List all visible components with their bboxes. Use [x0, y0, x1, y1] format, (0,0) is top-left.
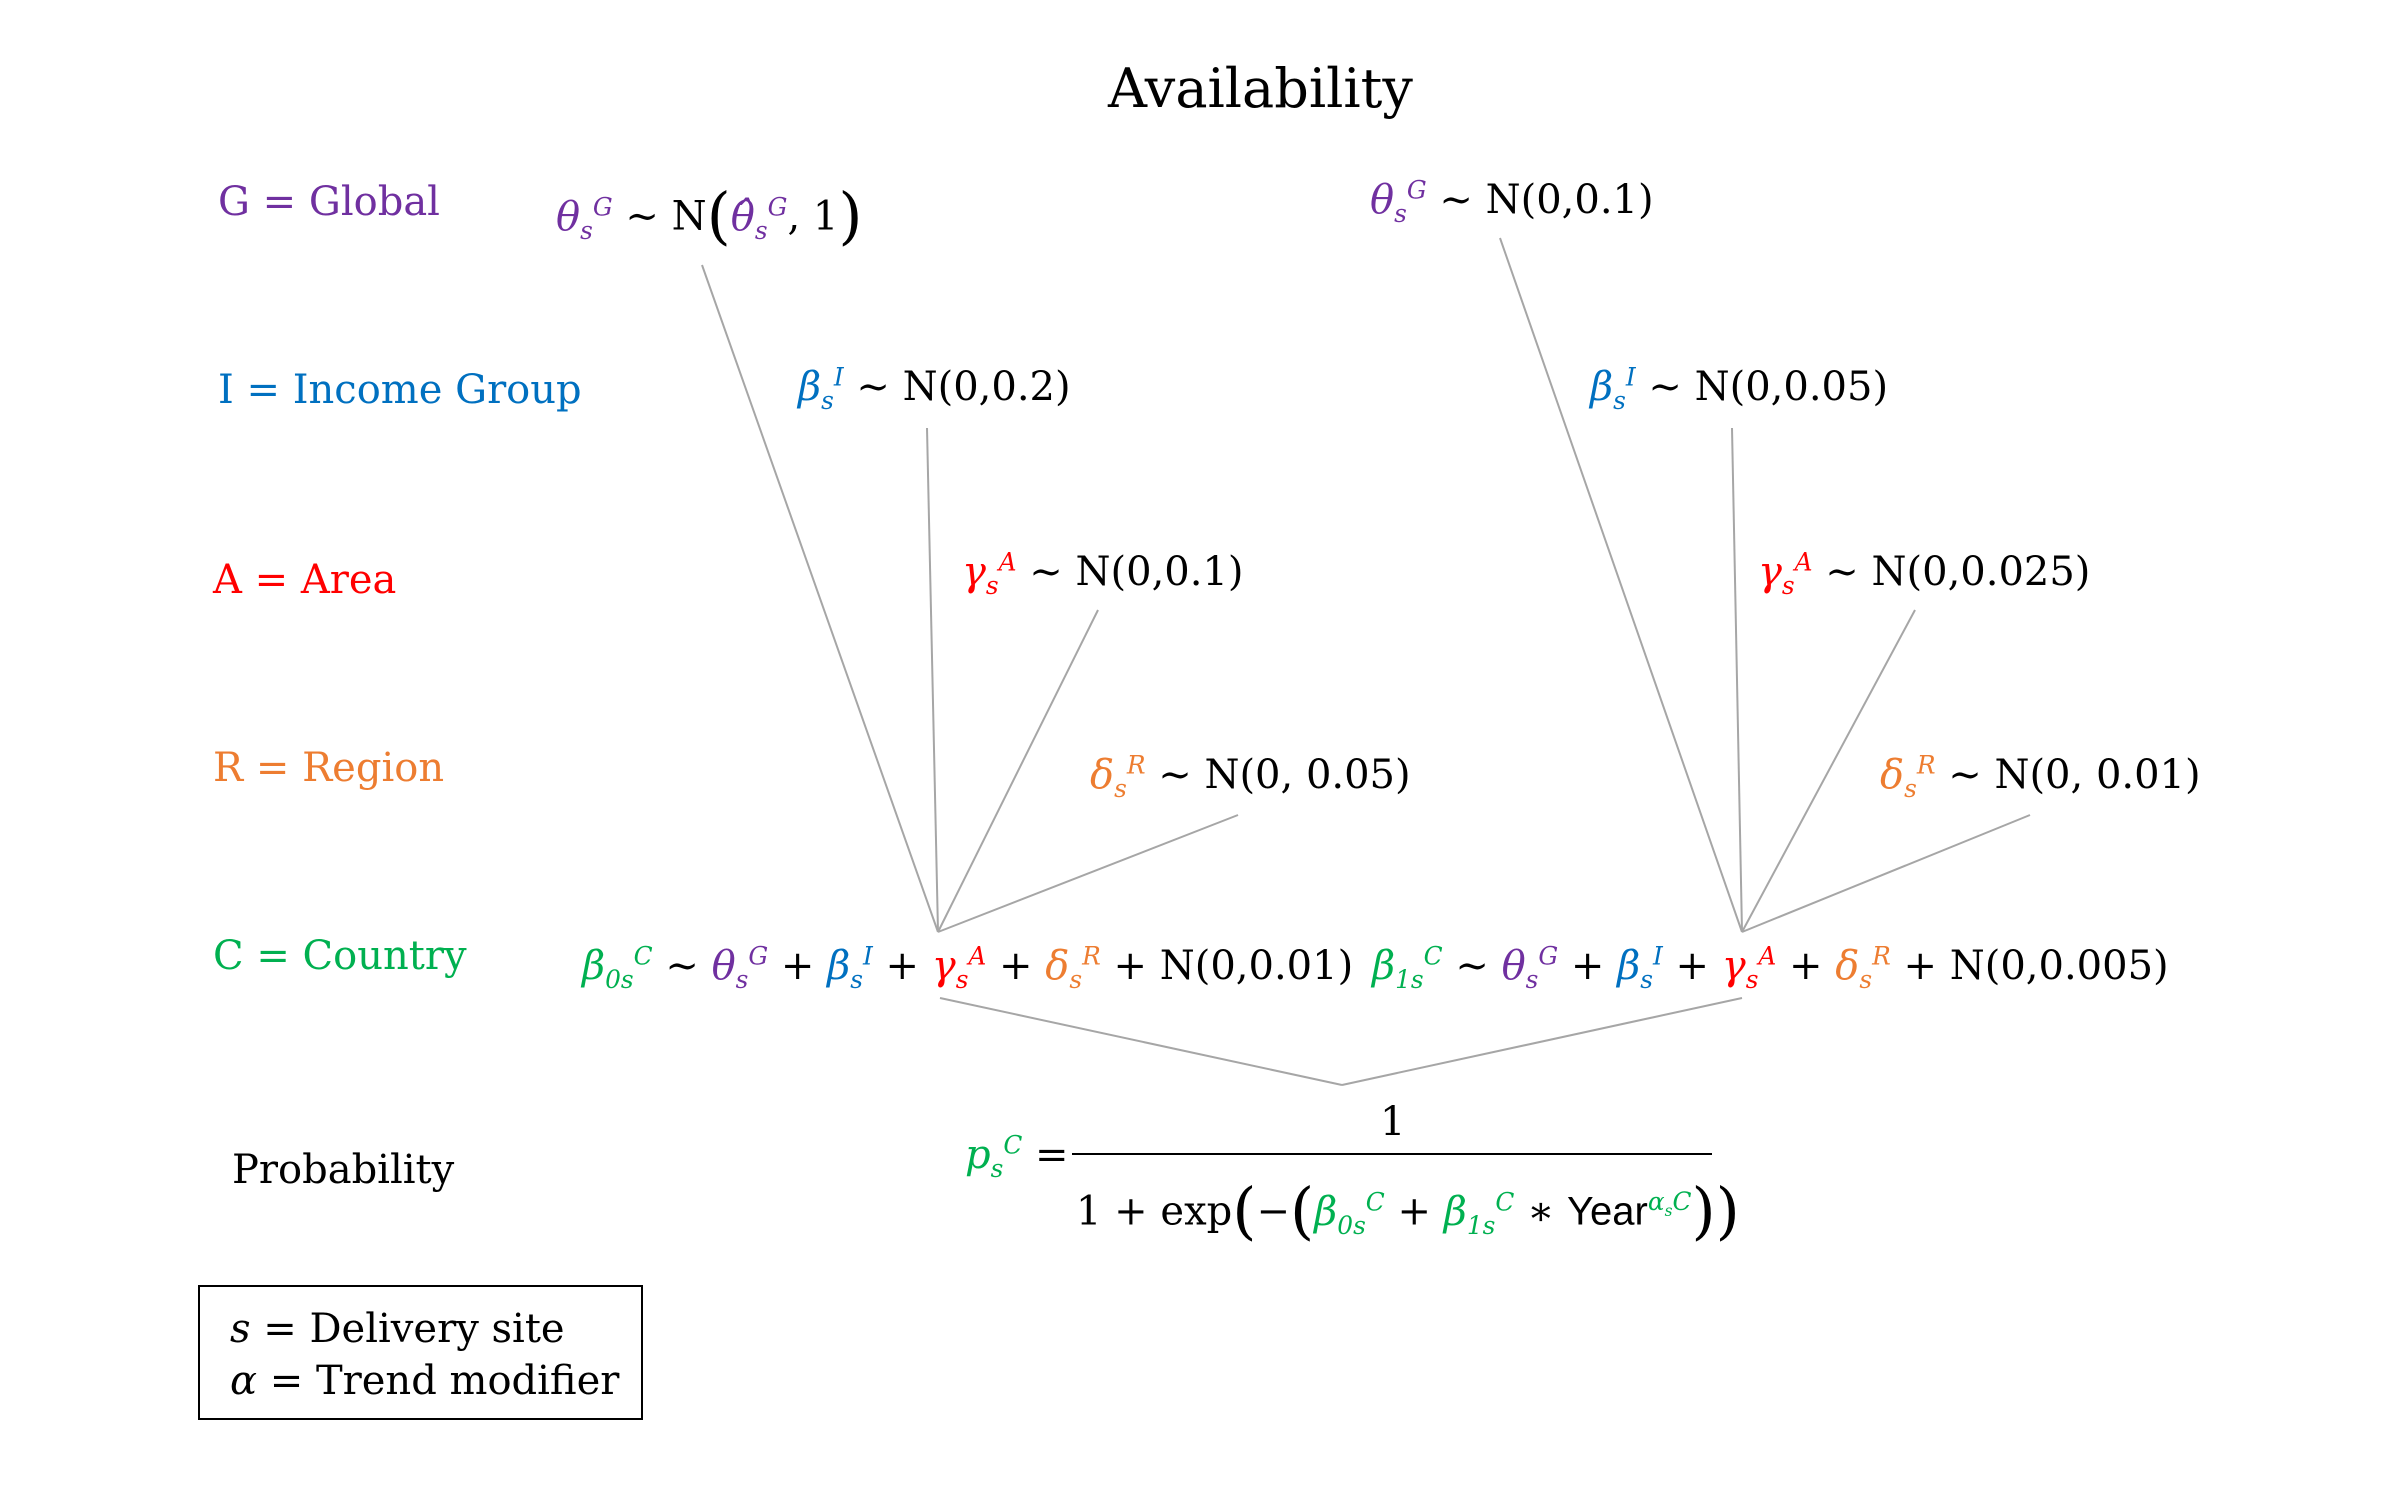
- level-label-income: I = Income Group: [218, 367, 582, 413]
- left-region-prior: δsR ∼ N(0, 0.05): [1090, 750, 1411, 803]
- level-label-country: C = Country: [213, 933, 467, 979]
- connector-left-to-prob: [939, 997, 1343, 1086]
- connector-right-global: [1499, 237, 1743, 933]
- left-global-prior: θsG ∼ N(θ̂sG, 1): [556, 179, 863, 252]
- level-label-probability: Probability: [232, 1147, 455, 1193]
- right-global-prior: θsG ∼ N(0,0.1): [1370, 175, 1654, 228]
- right-region-prior: δsR ∼ N(0, 0.01): [1880, 750, 2201, 803]
- left-income-prior: βsI ∼ N(0,0.2): [798, 362, 1071, 415]
- connector-right-region: [1741, 814, 2031, 933]
- legend-box: s = Delivery site α = Trend modifier: [198, 1285, 643, 1420]
- connector-right-area: [1741, 609, 1916, 933]
- level-label-region: R = Region: [213, 745, 445, 791]
- level-label-area: A = Area: [213, 557, 397, 603]
- left-country-equation: β0sC ∼ θsG + βsI + γsA + δsR + N(0,0.01): [582, 941, 1354, 994]
- connector-right-to-prob: [1341, 997, 1743, 1086]
- connector-right-income: [1731, 427, 1743, 933]
- connector-left-income: [926, 427, 939, 933]
- right-income-prior: βsI ∼ N(0,0.05): [1590, 362, 1889, 415]
- probability-denominator: 1 + exp(−(β0sC + β1sC ∗ YearαsC)): [1076, 1174, 1740, 1247]
- probability-lhs: psC =: [965, 1130, 1069, 1183]
- level-label-global: G = Global: [218, 179, 440, 225]
- connector-left-area: [937, 609, 1099, 933]
- probability-numerator: 1: [1380, 1099, 1406, 1145]
- connector-left-global: [701, 264, 939, 933]
- legend-site: s = Delivery site: [230, 1306, 565, 1352]
- left-area-prior: γsA ∼ N(0,0.1): [962, 547, 1244, 600]
- connector-left-region: [937, 814, 1239, 933]
- diagram-title: Availability: [1108, 57, 1413, 120]
- fraction-bar: [1072, 1153, 1712, 1155]
- legend-alpha: α = Trend modifier: [230, 1358, 620, 1404]
- right-area-prior: γsA ∼ N(0,0.025): [1758, 547, 2091, 600]
- right-country-equation: β1sC ∼ θsG + βsI + γsA + δsR + N(0,0.005…: [1372, 941, 2169, 994]
